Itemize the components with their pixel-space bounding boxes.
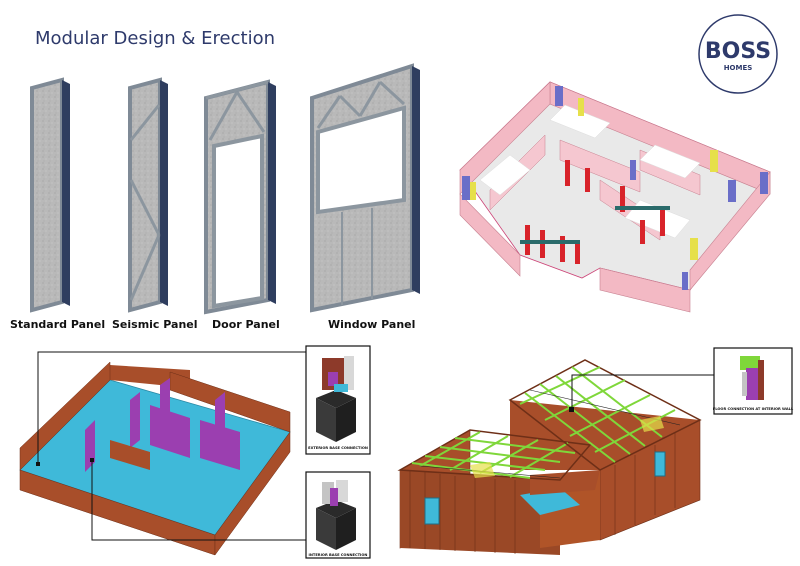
callout-interior-base-label: INTERIOR BASE CONNECTION — [309, 553, 368, 557]
page-title: Modular Design & Erection — [35, 28, 275, 49]
seismic-panel-drawing — [128, 77, 168, 313]
label-door-panel: Door Panel — [212, 318, 280, 331]
label-seismic-panel: Seismic Panel — [112, 318, 198, 331]
label-standard-panel: Standard Panel — [10, 318, 106, 331]
window-panel-drawing — [310, 63, 420, 313]
logo-line2: HOMES — [724, 64, 753, 72]
logo-line1: BOSS — [705, 39, 771, 64]
boss-homes-logo: BOSS HOMES — [698, 14, 778, 94]
callout-floor-interior-label: FLOOR CONNECTION AT INTERIOR WALL — [713, 407, 794, 411]
callout-exterior-base-label: EXTERIOR BASE CONNECTION — [308, 446, 368, 450]
label-window-panel: Window Panel — [328, 318, 416, 331]
door-panel-drawing — [204, 79, 276, 315]
standard-panel-drawing — [30, 77, 70, 313]
